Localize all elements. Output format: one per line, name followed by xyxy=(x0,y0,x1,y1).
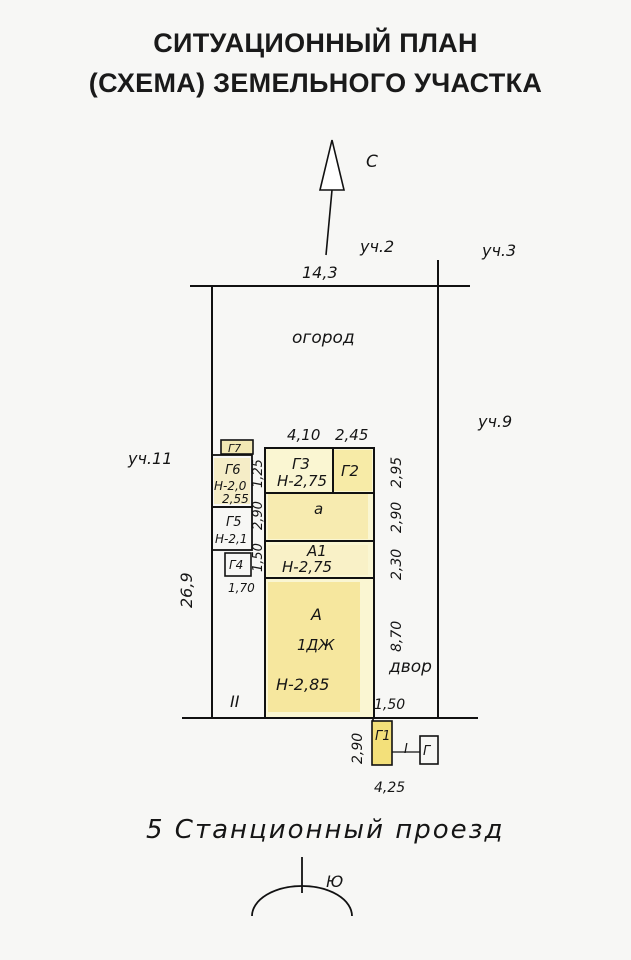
dim-150-bottom: 1,50 xyxy=(374,697,405,713)
g3-label: Г3 xyxy=(292,455,310,473)
separator-label: I xyxy=(404,742,408,757)
dim-295: 2,95 xyxy=(389,457,405,488)
neighbor-right: уч.9 xyxy=(477,412,512,431)
dim-870: 8,70 xyxy=(389,621,405,652)
a-height: Н-2,85 xyxy=(276,675,329,694)
north-arrow-icon xyxy=(318,139,346,256)
neighbor-top-left: уч.2 xyxy=(359,237,394,256)
dim-410: 4,10 xyxy=(287,426,320,444)
dim-290-right: 2,90 xyxy=(389,502,405,533)
dim-290-left: 2,90 xyxy=(251,501,266,530)
dim-255: 2,55 xyxy=(222,492,249,506)
dim-230: 2,30 xyxy=(389,549,405,580)
south-marker-icon xyxy=(251,857,353,917)
a-type-label: 1ДЖ xyxy=(297,636,335,654)
a-label: А xyxy=(310,605,322,624)
g2-label: Г2 xyxy=(341,462,359,480)
g4-label: Г4 xyxy=(229,558,243,572)
dim-290-bottom: 2,90 xyxy=(350,733,366,764)
left-outbuildings xyxy=(211,439,254,577)
plan-title-line1: СИТУАЦИОННЫЙ ПЛАН xyxy=(153,28,478,58)
dim-150-left: 1,50 xyxy=(251,543,266,572)
garden-label: огород xyxy=(292,328,355,348)
neighbor-left: уч.11 xyxy=(127,449,172,468)
dim-left-height: 26,9 xyxy=(177,572,196,608)
dim-125: 1,25 xyxy=(251,459,266,488)
a-small-label: а xyxy=(314,500,323,518)
dim-top-width: 14,3 xyxy=(302,263,338,282)
g5-label: Г5 xyxy=(226,515,242,530)
g7-label: Г7 xyxy=(228,442,241,455)
dim-245: 2,45 xyxy=(335,426,368,444)
neighbor-top-right: уч.3 xyxy=(481,241,516,260)
a1-height: Н-2,75 xyxy=(282,558,332,576)
front-structures xyxy=(371,720,439,766)
g3-height: Н-2,75 xyxy=(277,472,327,490)
passage-label: II xyxy=(230,692,240,711)
yard-label: двор xyxy=(388,657,432,677)
g6-label: Г6 xyxy=(225,463,241,478)
north-label: С xyxy=(366,152,378,172)
plan-title-line2: (СХЕМА) ЗЕМЕЛЬНОГО УЧАСТКА xyxy=(88,68,543,98)
g5-height: Н-2,1 xyxy=(215,532,247,546)
g6-height: Н-2,0 xyxy=(214,479,247,493)
g1-label: Г1 xyxy=(375,729,391,744)
south-label: Ю xyxy=(326,872,343,891)
street-name: 5 Станционный проезд xyxy=(146,815,504,845)
g-label: Г xyxy=(423,744,432,759)
a1-label: А1 xyxy=(306,542,327,560)
dim-425: 4,25 xyxy=(374,780,405,796)
dim-170: 1,70 xyxy=(228,581,255,595)
main-house-block xyxy=(264,447,375,719)
